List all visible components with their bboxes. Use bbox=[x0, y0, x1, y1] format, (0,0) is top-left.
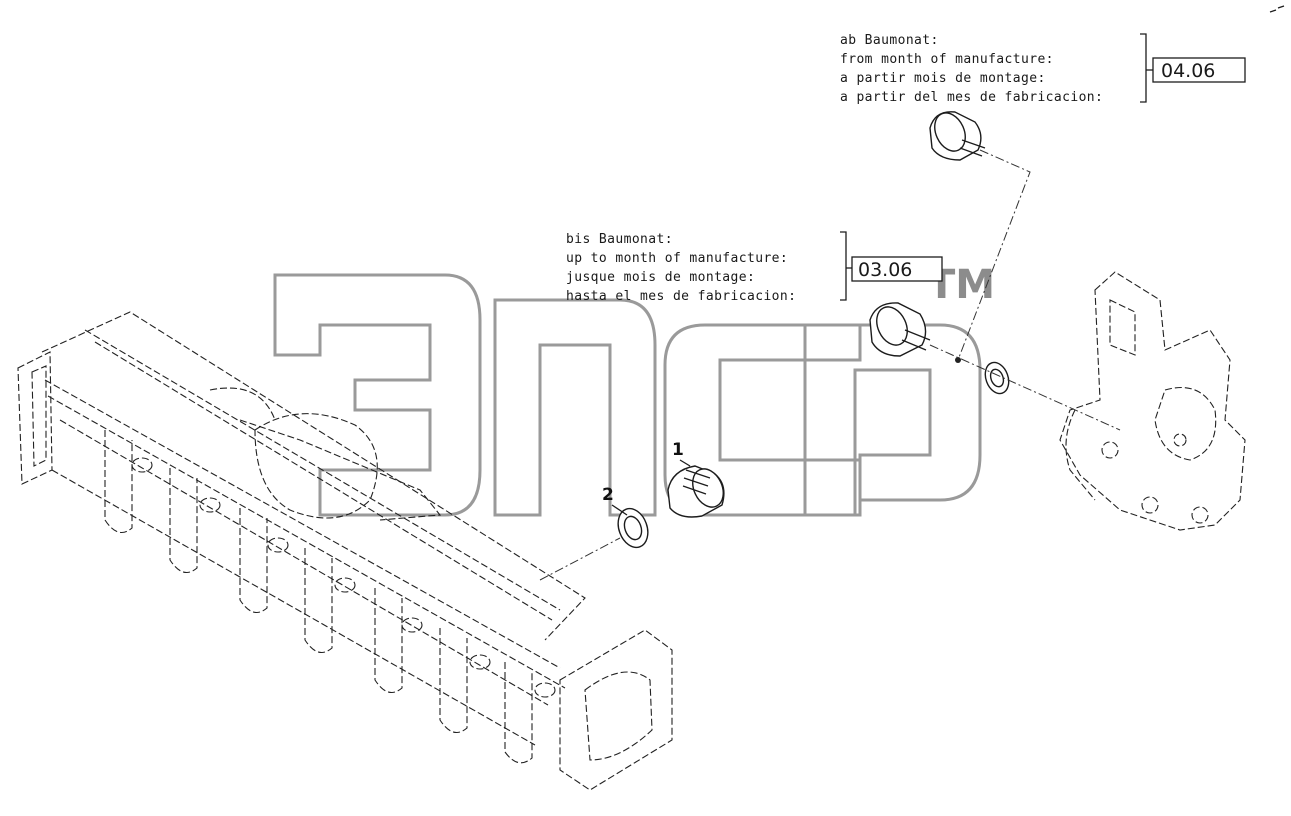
assembly-axis-lower bbox=[539, 537, 621, 581]
seal-ring-right bbox=[984, 361, 1010, 395]
note-until-bracket bbox=[840, 231, 847, 301]
note-until-line-2: up to month of manufacture: bbox=[566, 251, 788, 266]
note-from-line-3: a partir mois de montage: bbox=[840, 71, 1046, 86]
assembly-axis-upper bbox=[957, 149, 1031, 361]
seal-ring-part bbox=[617, 507, 649, 549]
date-box-until bbox=[851, 256, 943, 282]
note-from-line-2: from month of manufacture: bbox=[840, 52, 1054, 67]
plug-new-version bbox=[929, 111, 986, 161]
note-until-line-3: jusque mois de montage: bbox=[566, 270, 755, 285]
plug-old-version bbox=[869, 302, 931, 357]
manifold-runners bbox=[104, 430, 533, 764]
note-until-month: bis Baumonat: up to month of manufacture… bbox=[566, 231, 943, 304]
date-from: 04.06 bbox=[1161, 60, 1215, 82]
date-box-from bbox=[1152, 57, 1246, 83]
callout-2-label: 2 bbox=[602, 485, 614, 505]
note-from-bracket bbox=[1140, 33, 1147, 103]
callout-2-leader bbox=[611, 504, 628, 516]
assembly-axis-right bbox=[929, 344, 1121, 431]
date-until: 03.06 bbox=[858, 259, 912, 281]
pump-housing bbox=[1059, 271, 1246, 531]
plug-part bbox=[667, 465, 725, 518]
note-from-month: ab Baumonat: from month of manufacture: … bbox=[840, 33, 1246, 105]
note-from-line-1: ab Baumonat: bbox=[840, 33, 939, 48]
note-until-line-1: bis Baumonat: bbox=[566, 232, 673, 247]
callout-1-leader bbox=[679, 459, 691, 467]
note-until-line-4: hasta el mes de fabricacion: bbox=[566, 289, 796, 304]
watermark-logo: TM bbox=[273, 262, 995, 517]
intake-manifold bbox=[17, 311, 673, 791]
axis-pivot-dot bbox=[955, 357, 961, 363]
manifold-bosses bbox=[131, 457, 556, 698]
callout-1-label: 1 bbox=[672, 440, 684, 460]
note-from-line-4: a partir del mes de fabricacion: bbox=[840, 90, 1103, 105]
corner-mark bbox=[1269, 5, 1285, 13]
